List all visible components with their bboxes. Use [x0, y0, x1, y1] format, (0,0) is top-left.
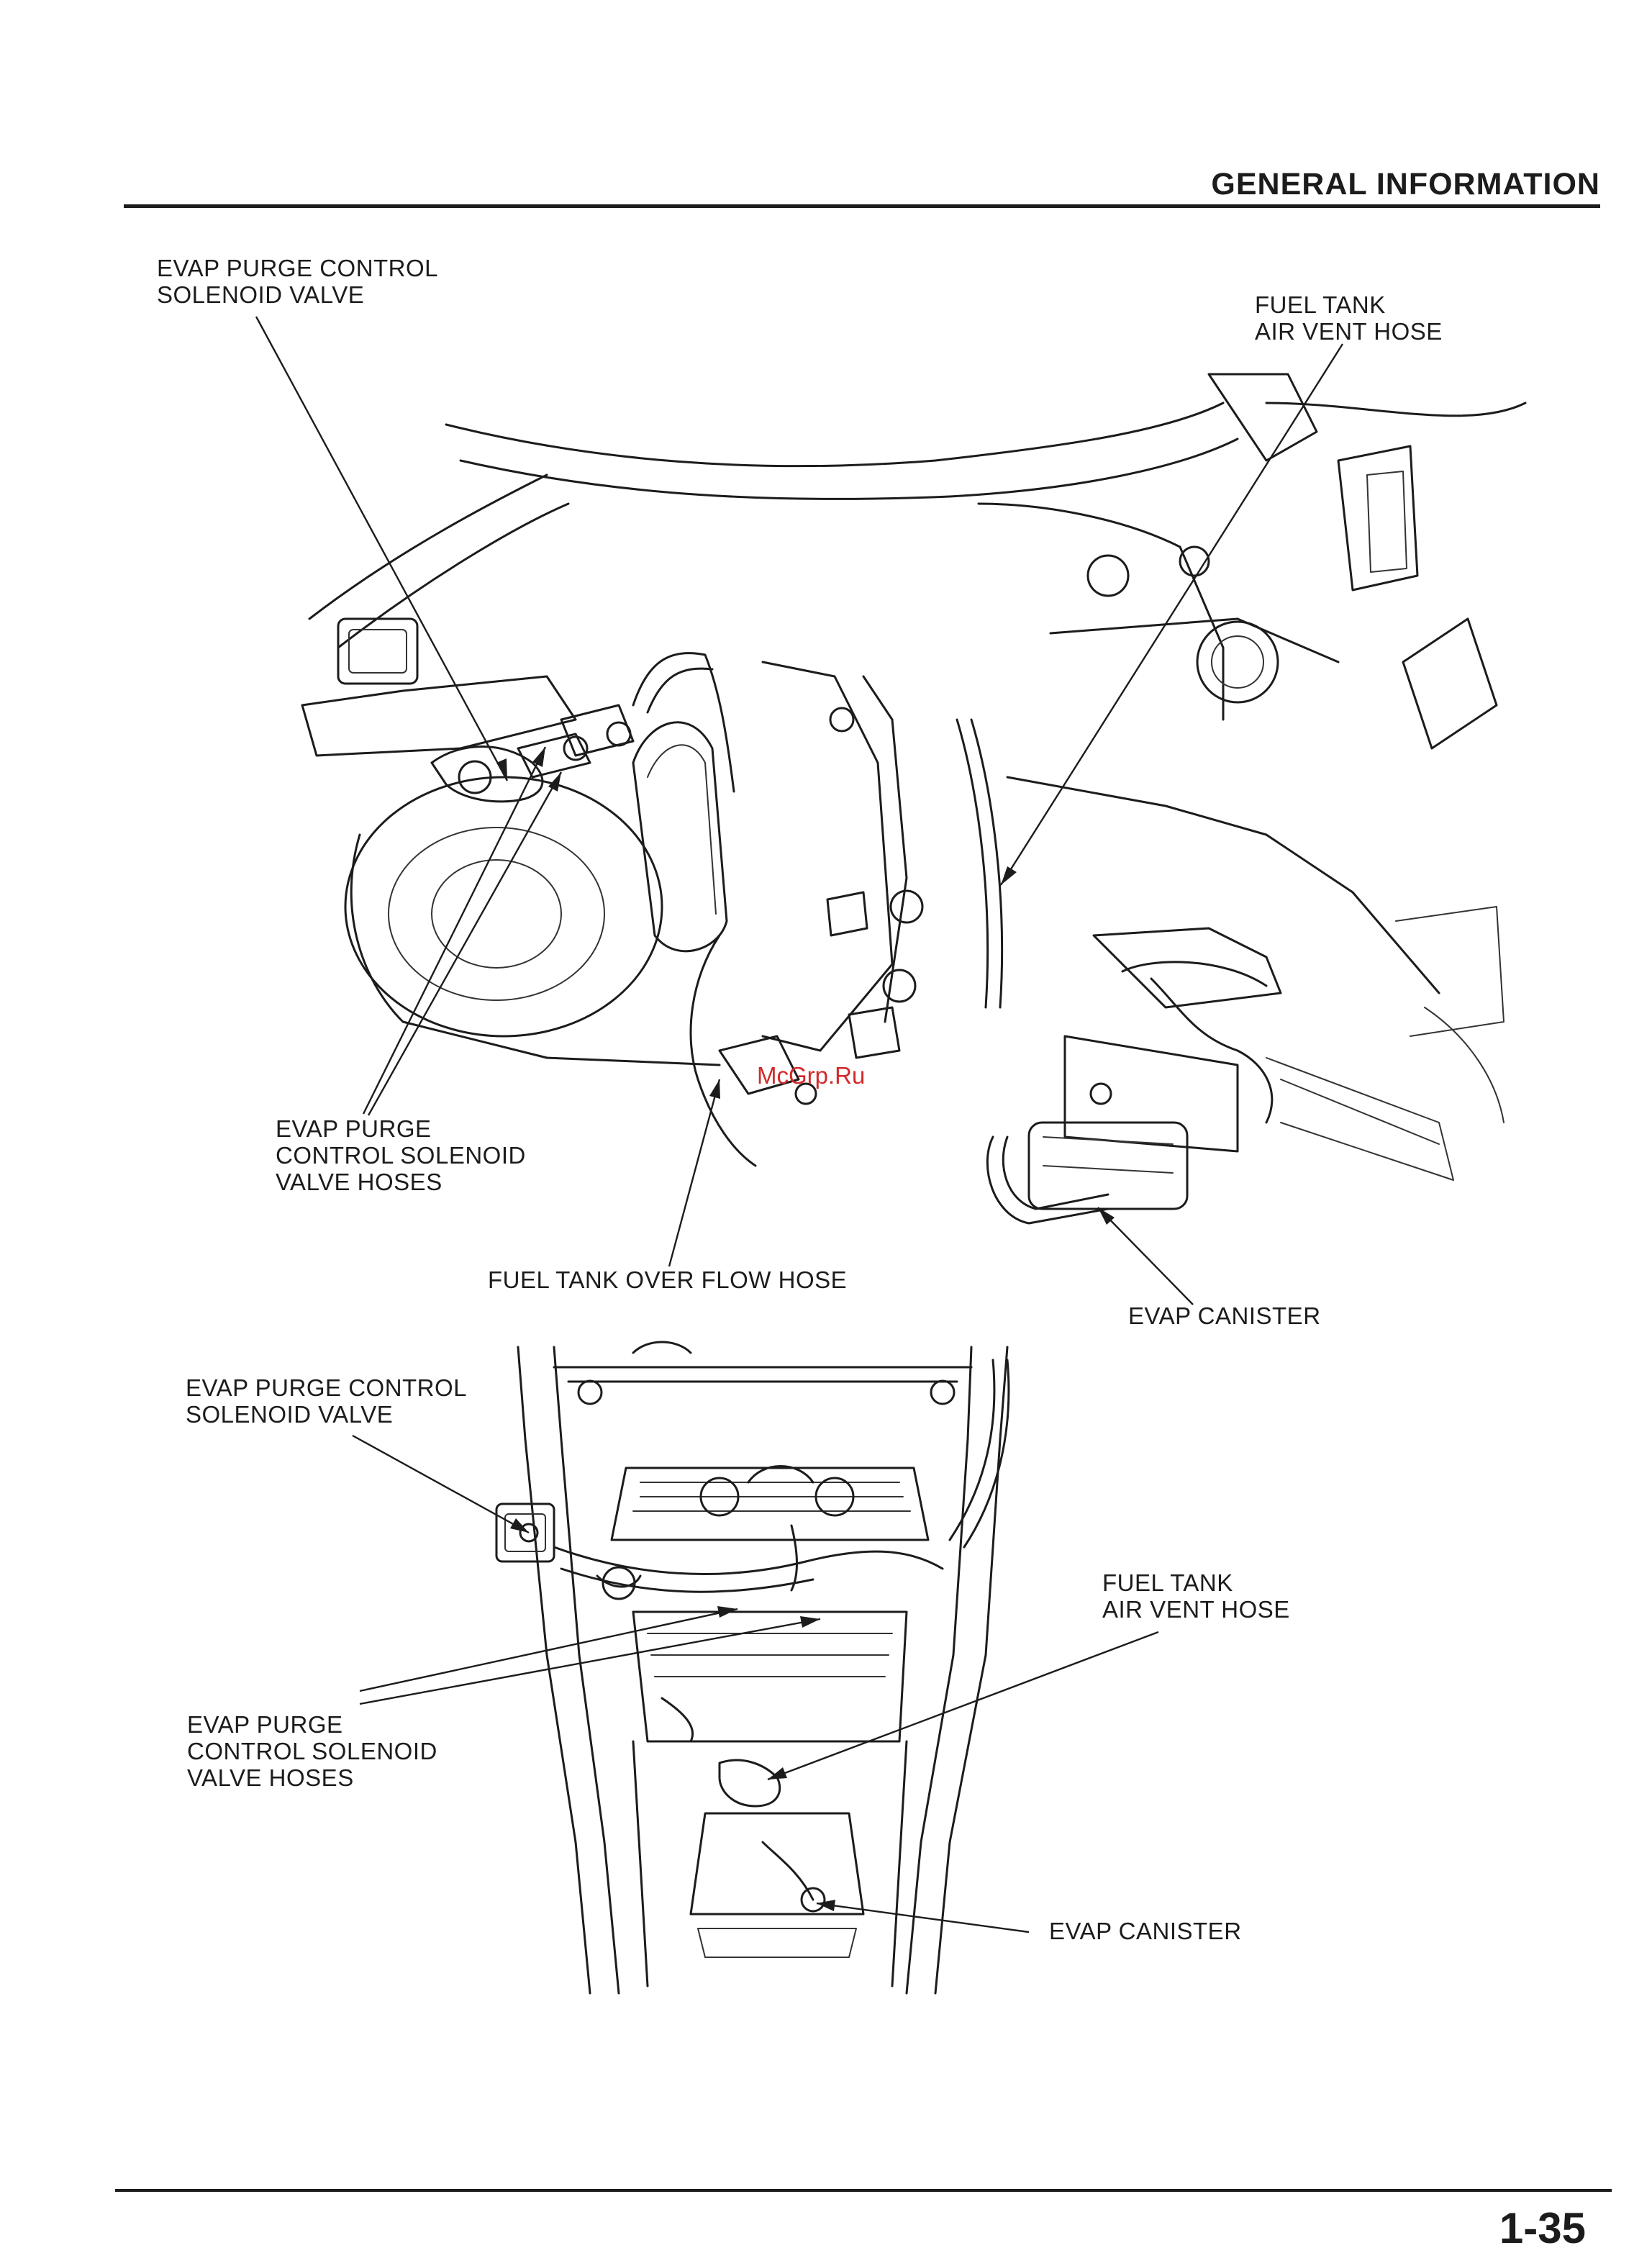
label-line: EVAP PURGE CONTROL: [157, 255, 438, 281]
label-purge-hoses-bottom: EVAP PURGE CONTROL SOLENOID VALVE HOSES: [187, 1711, 437, 1791]
label-air-vent-hose-bottom: FUEL TANK AIR VENT HOSE: [1102, 1569, 1290, 1623]
label-line: FUEL TANK: [1102, 1569, 1290, 1596]
label-line: EVAP PURGE CONTROL: [186, 1374, 467, 1401]
label-canister-top: EVAP CANISTER: [1128, 1302, 1321, 1329]
top-engine-illustration: [302, 374, 1525, 1223]
label-overflow-hose-top: FUEL TANK OVER FLOW HOSE: [488, 1266, 847, 1293]
label-line: EVAP CANISTER: [1049, 1918, 1242, 1944]
label-line: VALVE HOSES: [187, 1764, 437, 1791]
label-air-vent-hose-top: FUEL TANK AIR VENT HOSE: [1255, 291, 1443, 345]
bottom-frame-illustration: [496, 1342, 1009, 1993]
label-line: FUEL TANK: [1255, 291, 1443, 318]
label-line: FUEL TANK OVER FLOW HOSE: [488, 1266, 847, 1293]
label-line: SOLENOID VALVE: [157, 281, 438, 308]
label-line: EVAP CANISTER: [1128, 1302, 1321, 1329]
label-line: EVAP PURGE: [276, 1115, 526, 1142]
label-line: EVAP PURGE: [187, 1711, 437, 1738]
label-line: AIR VENT HOSE: [1255, 318, 1443, 345]
label-line: VALVE HOSES: [276, 1169, 526, 1195]
label-line: CONTROL SOLENOID: [187, 1738, 437, 1764]
label-purge-valve-top: EVAP PURGE CONTROL SOLENOID VALVE: [157, 255, 438, 308]
label-purge-hoses-top: EVAP PURGE CONTROL SOLENOID VALVE HOSES: [276, 1115, 526, 1195]
footer-rule: [115, 2189, 1612, 2192]
watermark: McGrp.Ru: [757, 1062, 865, 1089]
bottom-leader-lines: [353, 1436, 1158, 1932]
label-line: CONTROL SOLENOID: [276, 1142, 526, 1169]
label-line: SOLENOID VALVE: [186, 1401, 467, 1428]
page-number: 1-35: [1499, 2203, 1586, 2253]
label-canister-bottom: EVAP CANISTER: [1049, 1918, 1242, 1944]
label-line: AIR VENT HOSE: [1102, 1596, 1290, 1623]
label-purge-valve-bottom: EVAP PURGE CONTROL SOLENOID VALVE: [186, 1374, 467, 1428]
